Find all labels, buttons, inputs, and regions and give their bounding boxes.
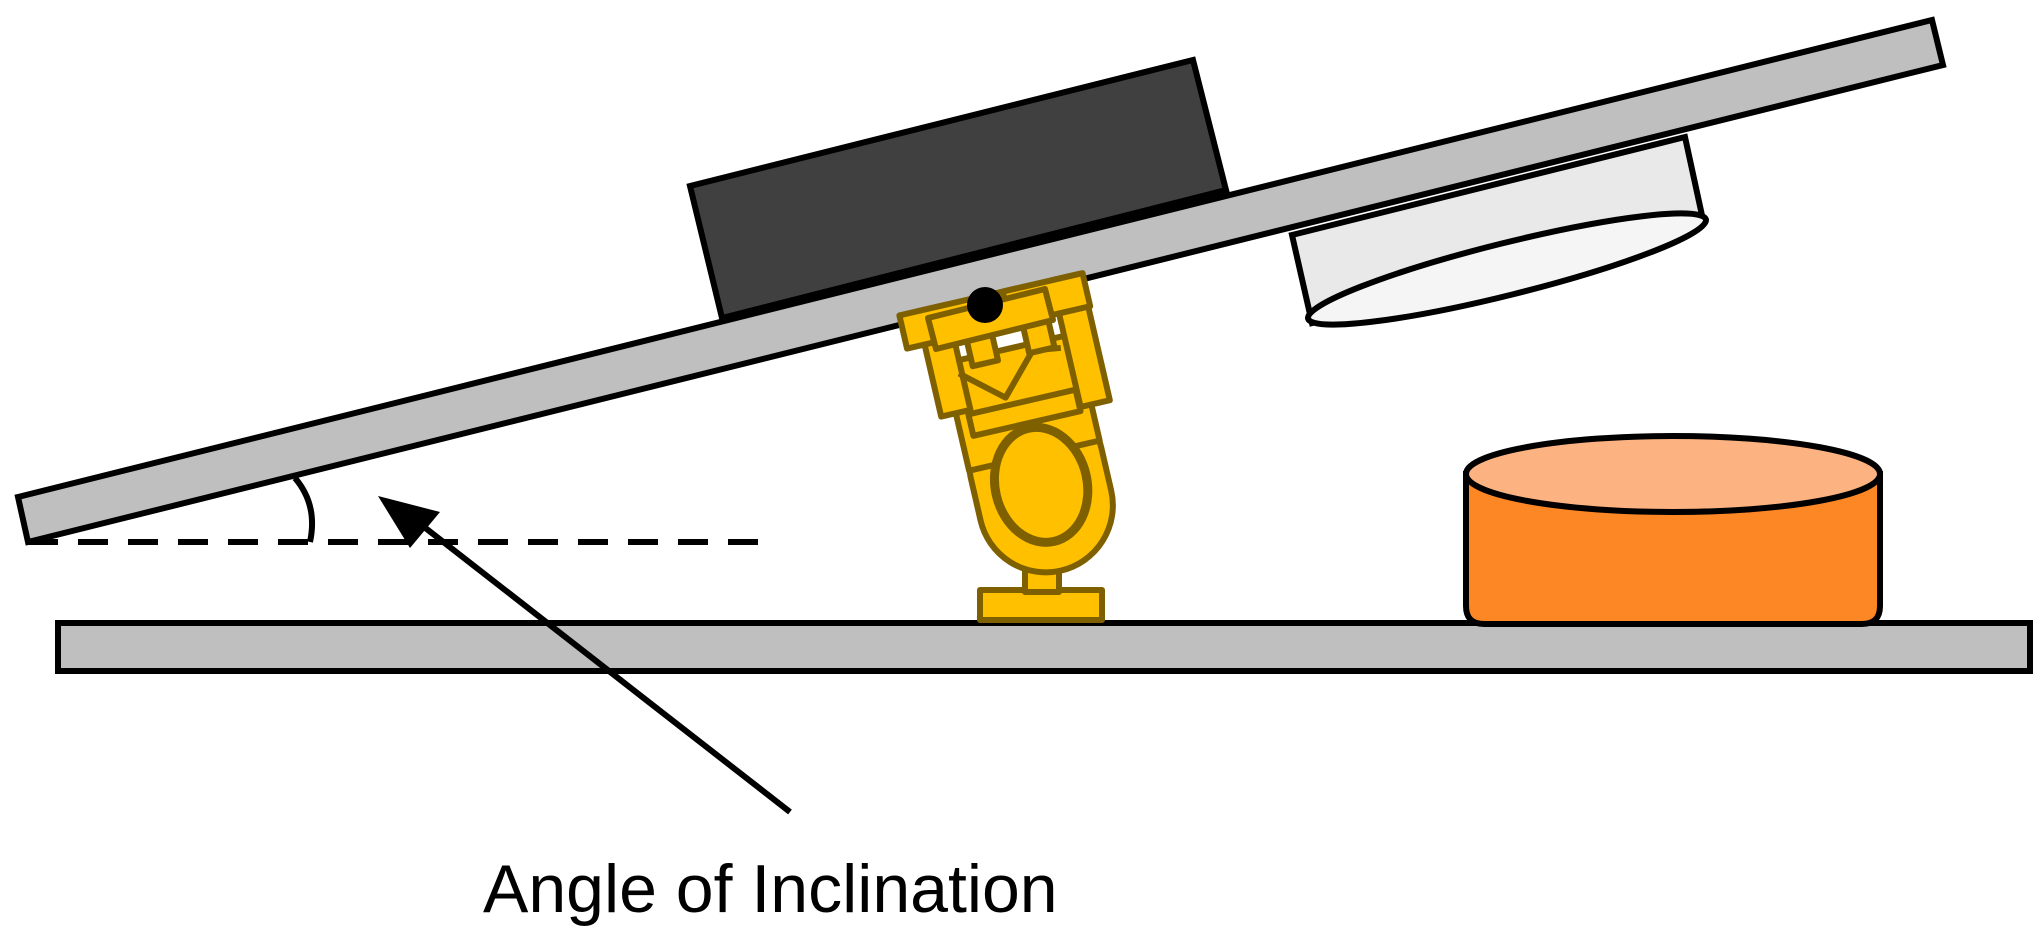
dark-box	[686, 56, 1230, 322]
servo-horn	[989, 422, 1093, 547]
servo-crossbar	[965, 386, 1084, 439]
orange-cylinder	[1463, 433, 1883, 627]
light-cylinder	[1288, 133, 1710, 328]
orange-cylinder-body	[1463, 471, 1883, 627]
angle-arc	[292, 476, 316, 543]
servo-mechanism	[896, 270, 1116, 623]
pointer-arrow-shaft	[408, 513, 792, 815]
tilted-plate	[14, 16, 1947, 546]
pivot-point	[967, 287, 1003, 323]
orange-cylinder-top	[1463, 433, 1883, 515]
servo-base-foot	[977, 587, 1105, 623]
light-cylinder-face	[1304, 210, 1710, 328]
base-plate	[55, 620, 2033, 674]
pointer-arrow-head	[378, 496, 440, 548]
angle-label: Angle of Inclination	[483, 851, 1058, 927]
